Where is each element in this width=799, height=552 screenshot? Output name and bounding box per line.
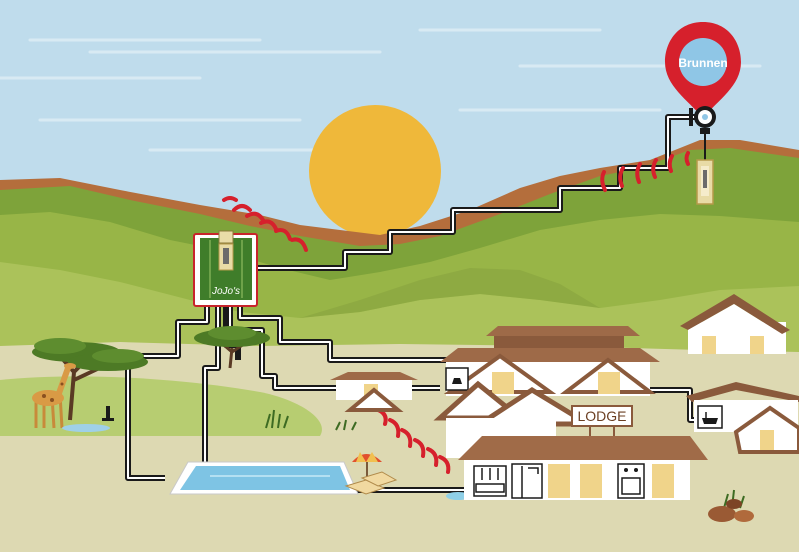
cabin-right-bath bbox=[686, 382, 799, 454]
sky-streaks bbox=[0, 28, 762, 152]
building-back bbox=[486, 326, 640, 350]
lodge-sign bbox=[571, 405, 633, 427]
pump-icon bbox=[689, 106, 716, 134]
water-tank-unit[interactable]: JoJo's bbox=[193, 230, 258, 307]
well-label: Brunnen bbox=[678, 56, 727, 70]
grass-patch bbox=[0, 376, 322, 436]
tank-brand-label: JoJo's bbox=[211, 286, 240, 297]
lodge-building: LODGE bbox=[433, 380, 708, 500]
acacia-tree-large bbox=[32, 338, 148, 421]
swimming-pool bbox=[169, 461, 359, 495]
mountain-shadow bbox=[300, 268, 600, 318]
radiator-icon bbox=[473, 465, 507, 497]
acacia-tree-small bbox=[194, 326, 270, 369]
signal-waves-icon bbox=[600, 151, 690, 192]
rocks bbox=[708, 499, 754, 522]
borehole-sensor bbox=[696, 134, 714, 205]
lodge-sign-text: LODGE bbox=[577, 408, 626, 424]
pin-inner-circle bbox=[679, 38, 727, 86]
sun-loungers bbox=[344, 471, 398, 495]
stove-icon bbox=[617, 463, 645, 499]
cabin-right-top bbox=[680, 294, 790, 354]
well-map-pin[interactable]: Brunnen bbox=[665, 22, 741, 118]
shower-icon bbox=[511, 463, 543, 499]
sun bbox=[309, 105, 441, 237]
standpipe-icon bbox=[102, 406, 114, 421]
bathtub-icon bbox=[697, 405, 723, 429]
giraffe-icon bbox=[32, 363, 76, 429]
main-building-middle bbox=[440, 348, 660, 396]
bungalow-left bbox=[330, 372, 418, 412]
water-puddle bbox=[62, 424, 110, 432]
tank-signal-waves-icon bbox=[222, 196, 308, 252]
umbrella-icon bbox=[352, 452, 382, 484]
